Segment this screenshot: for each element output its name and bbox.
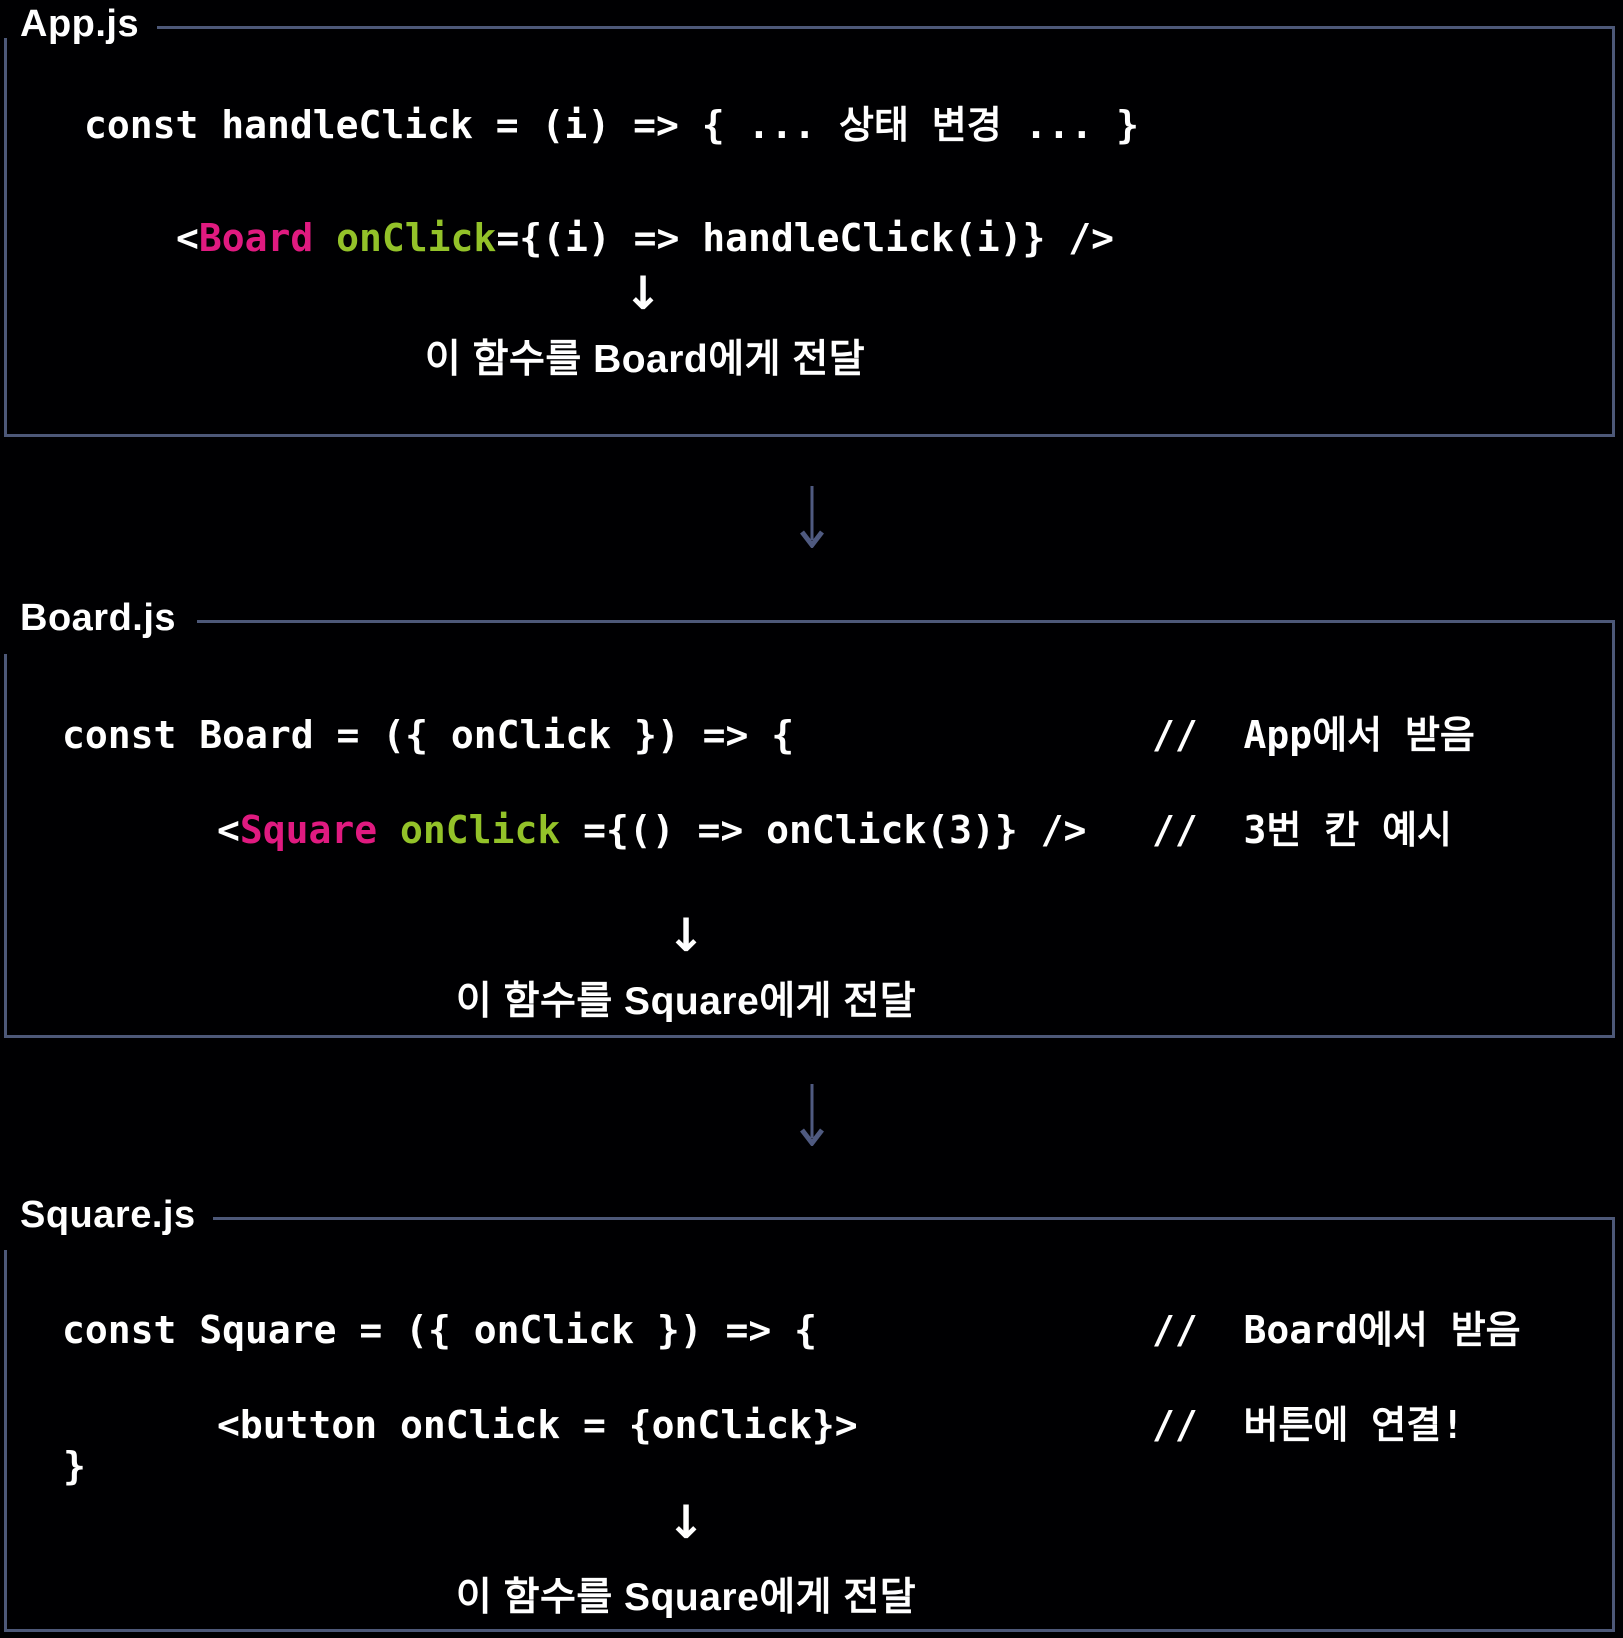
app-caption: 이 함수를 Board에게 전달 <box>424 338 866 381</box>
board-code-const: const Board = ({ onClick }) => { <box>62 713 795 757</box>
app-box-border-top <box>157 26 1615 29</box>
board-js-title: Board.js <box>20 596 177 639</box>
jsx-open-bracket: < <box>217 808 240 852</box>
down-arrow-icon: ↓ <box>666 908 706 962</box>
board-box-border-bottom <box>4 1035 1615 1038</box>
square-code-const: const Square = ({ onClick }) => { <box>62 1308 817 1352</box>
square-box-border-right <box>1612 1217 1615 1632</box>
board-comment-from-app: // App에서 받음 <box>1152 713 1475 757</box>
app-js-title: App.js <box>20 2 140 45</box>
board-caption: 이 함수를 Square에게 전달 <box>455 980 917 1023</box>
board-js-box: Board.js const Board = ({ onClick }) => … <box>4 597 1615 1038</box>
jsx-tag-board: Board <box>198 216 314 260</box>
jsx-open-bracket: < <box>176 216 199 260</box>
square-comment-connect-button: // 버튼에 연결! <box>1152 1403 1465 1447</box>
board-comment-cell-example: // 3번 칸 예시 <box>1152 808 1452 852</box>
flow-arrow-board-to-square-icon <box>798 1084 826 1151</box>
square-code-button-jsx: <button onClick = {onClick}> <box>217 1403 858 1447</box>
square-js-title: Square.js <box>20 1193 196 1236</box>
square-box-border-top <box>213 1217 1615 1220</box>
jsx-rest: ={() => onClick(3)} /> <box>560 808 1087 852</box>
app-code-handleclick: const handleClick = (i) => { ... 상태 변경 .… <box>84 103 1139 147</box>
board-box-border-left <box>4 654 7 1038</box>
app-box-border-bottom <box>4 434 1615 437</box>
square-js-box: Square.js const Square = ({ onClick }) =… <box>4 1194 1615 1632</box>
square-caption: 이 함수를 Square에게 전달 <box>455 1576 917 1619</box>
flow-arrow-app-to-board-icon <box>798 486 826 553</box>
board-box-border-right <box>1612 620 1615 1038</box>
square-comment-from-board: // Board에서 받음 <box>1152 1308 1521 1352</box>
jsx-attr-onclick: onClick <box>313 216 497 260</box>
jsx-rest: ={(i) => handleClick(i)} /> <box>496 216 1115 260</box>
app-js-box: App.js const handleClick = (i) => { ... … <box>4 3 1615 437</box>
jsx-tag-square: Square <box>239 808 378 852</box>
app-box-border-left <box>4 38 7 437</box>
board-code-square-jsx: <Square onClick ={() => onClick(3)} /> <box>217 808 1086 854</box>
app-box-border-right <box>1612 26 1615 437</box>
board-box-border-top <box>197 620 1615 623</box>
square-code-close-brace: } <box>63 1444 86 1488</box>
app-code-board-jsx: <Board onClick={(i) => handleClick(i)} /… <box>176 216 1114 262</box>
square-box-border-bottom <box>4 1629 1615 1632</box>
down-arrow-icon: ↓ <box>666 1495 706 1549</box>
jsx-attr-onclick: onClick <box>377 808 561 852</box>
down-arrow-icon: ↓ <box>623 266 663 320</box>
square-box-border-left <box>4 1250 7 1632</box>
